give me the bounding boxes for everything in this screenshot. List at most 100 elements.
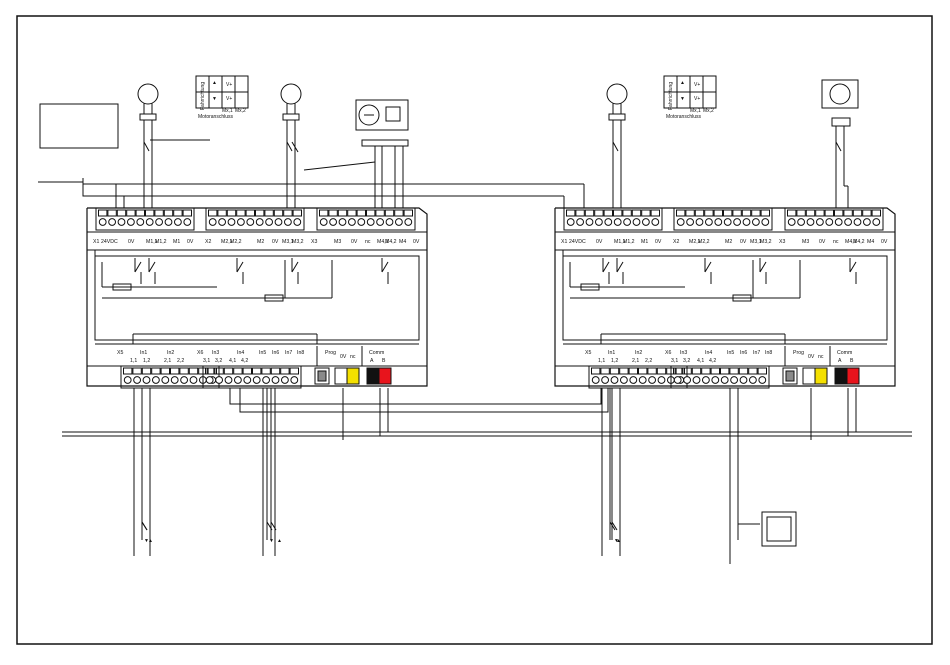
terminal-screw <box>385 218 394 226</box>
terminal-screw <box>733 218 741 226</box>
terminal-screw <box>155 218 164 226</box>
terminal-clamp <box>182 209 193 217</box>
terminal-screw <box>366 218 375 226</box>
terminal-label: nc <box>365 239 371 245</box>
terminal-label: B <box>850 358 854 364</box>
terminal-screw <box>623 218 631 226</box>
table-vertical-label: Fahrrichtung <box>200 82 206 110</box>
switch-contact <box>143 141 150 152</box>
terminal-screw <box>797 218 805 226</box>
terminal-label: 0V <box>128 239 135 245</box>
terminal-label: 24VDC <box>101 239 118 245</box>
terminal-clamp <box>748 367 758 375</box>
terminal-label: In8 <box>297 350 304 356</box>
terminal-label: A <box>838 358 842 364</box>
terminal-label: 0V <box>596 239 603 245</box>
motor-frame <box>355 99 409 131</box>
terminal-clamp <box>217 209 227 217</box>
diagram-frame <box>16 15 933 645</box>
terminal-screw <box>761 218 770 226</box>
terminal-screw <box>642 218 650 226</box>
terminal-screw <box>395 218 403 226</box>
prog-button <box>785 370 795 382</box>
terminal-strip-x2 <box>205 207 305 231</box>
terminal-screw <box>676 218 685 226</box>
terminal-screw <box>252 376 261 384</box>
terminal-label: M2 <box>725 239 732 245</box>
table-cell: V+ <box>226 82 232 88</box>
terminal-clamp <box>145 209 155 217</box>
terminal-clamp <box>622 209 632 217</box>
terminal-screw <box>284 218 292 226</box>
terminal-label: 4,1 <box>697 358 704 364</box>
terminal-screw <box>290 376 299 384</box>
table-cell: Mx,2 <box>703 108 714 114</box>
terminal-clamp <box>787 209 797 217</box>
terminal-clamp <box>255 209 265 217</box>
terminal-label: X3 <box>311 239 317 245</box>
terminal-clamp <box>673 367 683 375</box>
terminal-screw <box>174 218 182 226</box>
terminal-screw <box>648 376 656 384</box>
terminal-clamp <box>609 367 620 375</box>
relay-contact <box>134 261 142 273</box>
terminal-label: M1 <box>641 239 648 245</box>
terminal-strip-x6-body <box>202 365 302 389</box>
terminal-label: 0V <box>340 354 347 360</box>
terminal-screw <box>576 218 584 226</box>
motor-circle <box>606 83 628 105</box>
terminal-screw <box>189 376 198 384</box>
arrow-down-icon: ▼ <box>144 538 149 544</box>
terminal-clamp <box>123 367 133 375</box>
terminal-clamp <box>591 367 601 375</box>
terminal-clamp <box>154 209 164 217</box>
terminal-screw <box>98 218 107 226</box>
terminal-screw <box>123 376 132 384</box>
terminal-screw <box>274 218 283 226</box>
terminal-screw <box>604 218 613 226</box>
terminal-clamp <box>337 209 348 217</box>
switch-contact <box>266 521 273 531</box>
terminal-screw <box>293 218 302 226</box>
terminal-clamp <box>566 209 576 217</box>
terminal-label: 0V <box>187 239 194 245</box>
fuse <box>732 294 752 302</box>
motor-connector <box>608 113 626 121</box>
terminal-clamp <box>252 367 262 375</box>
terminal-label: 2,2 <box>177 358 184 364</box>
wires: ▲▼▲▼▲▼ <box>38 120 912 564</box>
terminal-screw <box>133 376 142 384</box>
terminal-strip-x6 <box>202 365 302 389</box>
terminal-strip-x6 <box>670 365 770 389</box>
terminal-label: M2,1 <box>221 239 233 245</box>
terminal-label: 0V <box>655 239 662 245</box>
terminal-screw <box>329 218 338 226</box>
relay-contact <box>602 261 610 273</box>
terminal-label: In6 <box>740 350 747 356</box>
terminal-nc <box>346 367 360 385</box>
table-vertical-label: Fahrrichtung <box>668 82 674 110</box>
terminal-clamp <box>815 209 825 217</box>
terminal-label: nc <box>818 354 824 360</box>
arrow-down-icon: ▼ <box>212 96 217 102</box>
terminal-label: M2,2 <box>698 239 710 245</box>
terminal-label: M4,2 <box>853 239 865 245</box>
arrow-up-icon: ▲ <box>212 80 217 86</box>
terminal-clamp <box>107 209 117 217</box>
terminal-strip-x1 <box>95 207 195 231</box>
terminal-label: X1 <box>561 239 567 245</box>
terminal-screw <box>152 376 160 384</box>
table-cell: Mx,2 <box>235 108 246 114</box>
terminal-label: M2,2 <box>230 239 242 245</box>
terminal-clamp <box>242 367 253 375</box>
terminal-clamp <box>170 367 180 375</box>
terminal-clamp <box>584 209 595 217</box>
motor-circle <box>280 83 302 105</box>
terminal-clamp <box>116 209 127 217</box>
terminal-clamp <box>751 209 761 217</box>
terminal-clamp <box>280 367 290 375</box>
terminal-label: Prog <box>793 350 804 356</box>
terminal-label: In3 <box>680 350 687 356</box>
terminal-clamp <box>757 367 767 375</box>
terminal-clamp <box>738 367 749 375</box>
